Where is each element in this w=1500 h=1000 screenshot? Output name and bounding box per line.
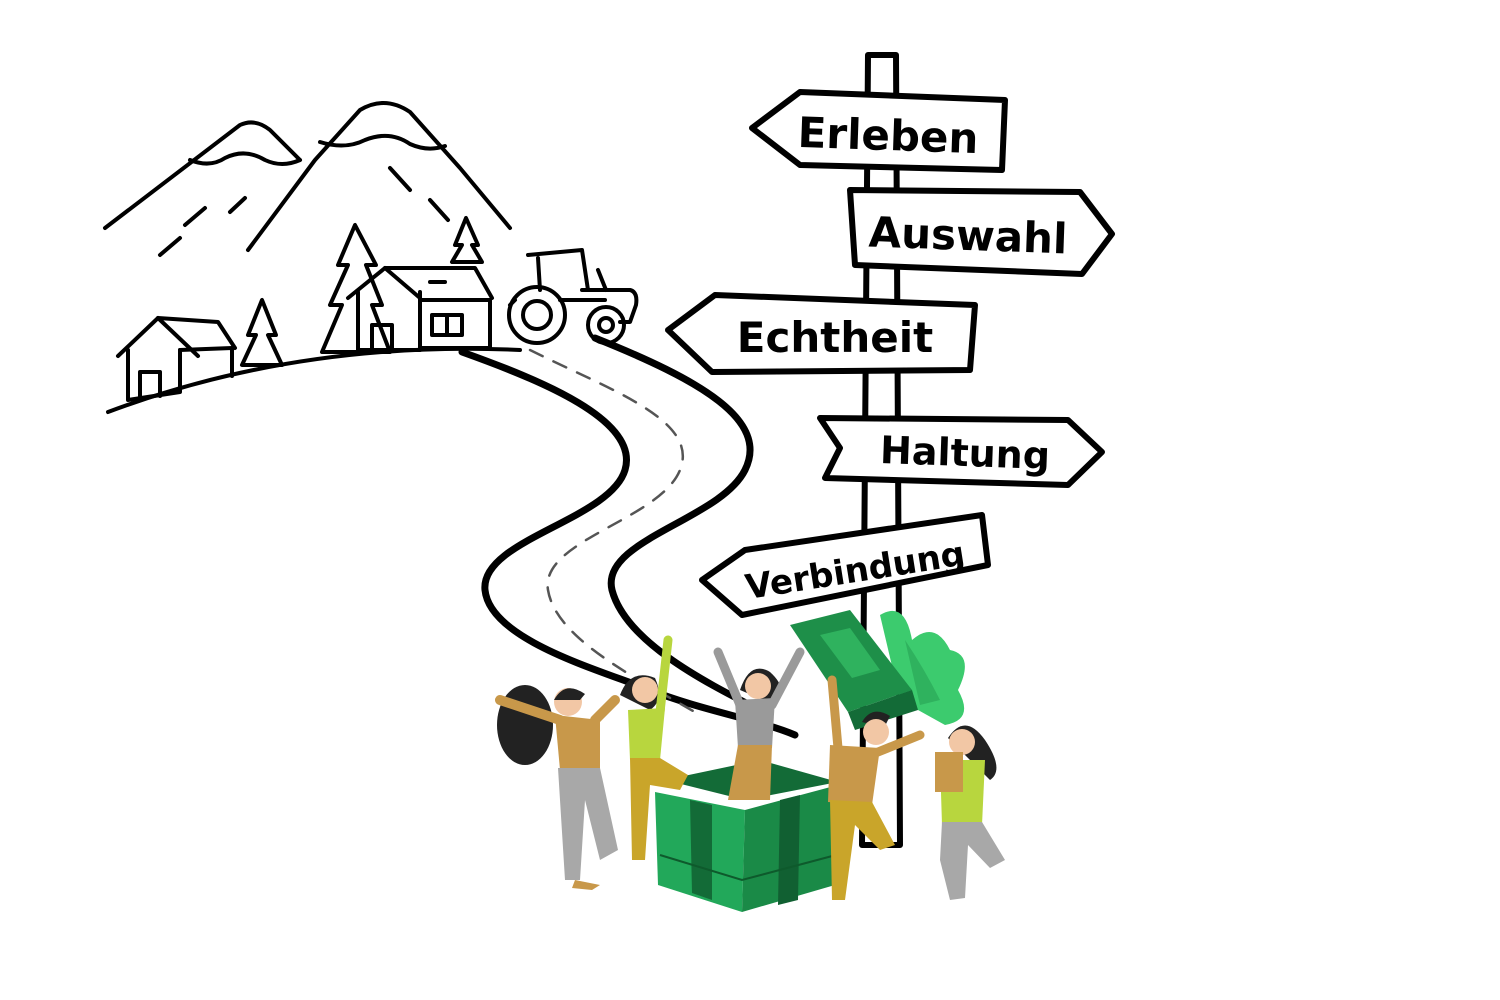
sign-label: Echtheit (737, 313, 933, 362)
hill-line (106, 346, 522, 414)
house-icon (116, 316, 237, 402)
tree-icon (450, 216, 484, 264)
sign-verbindung: Verbindung (699, 512, 991, 618)
sign-auswahl: Auswahl (847, 187, 1115, 277)
person-4 (827, 675, 925, 900)
person-5 (935, 725, 1005, 900)
sign-erleben: Erleben (749, 89, 1008, 173)
house-icon (346, 266, 494, 352)
sign-haltung: Haltung (817, 415, 1105, 488)
mountain-icon (103, 101, 512, 257)
tree-icon (320, 223, 392, 354)
person-2 (620, 635, 688, 860)
sign-echtheit: Echtheit (665, 292, 978, 375)
tractor-icon (507, 248, 639, 345)
gift-box-icon (655, 760, 838, 912)
sign-label: Erleben (797, 108, 979, 163)
tree-icon (240, 298, 284, 370)
sign-label: Auswahl (868, 208, 1068, 264)
sign-label: Haltung (879, 428, 1050, 478)
person-3 (713, 647, 805, 800)
person-1 (495, 685, 620, 890)
road (458, 334, 799, 739)
